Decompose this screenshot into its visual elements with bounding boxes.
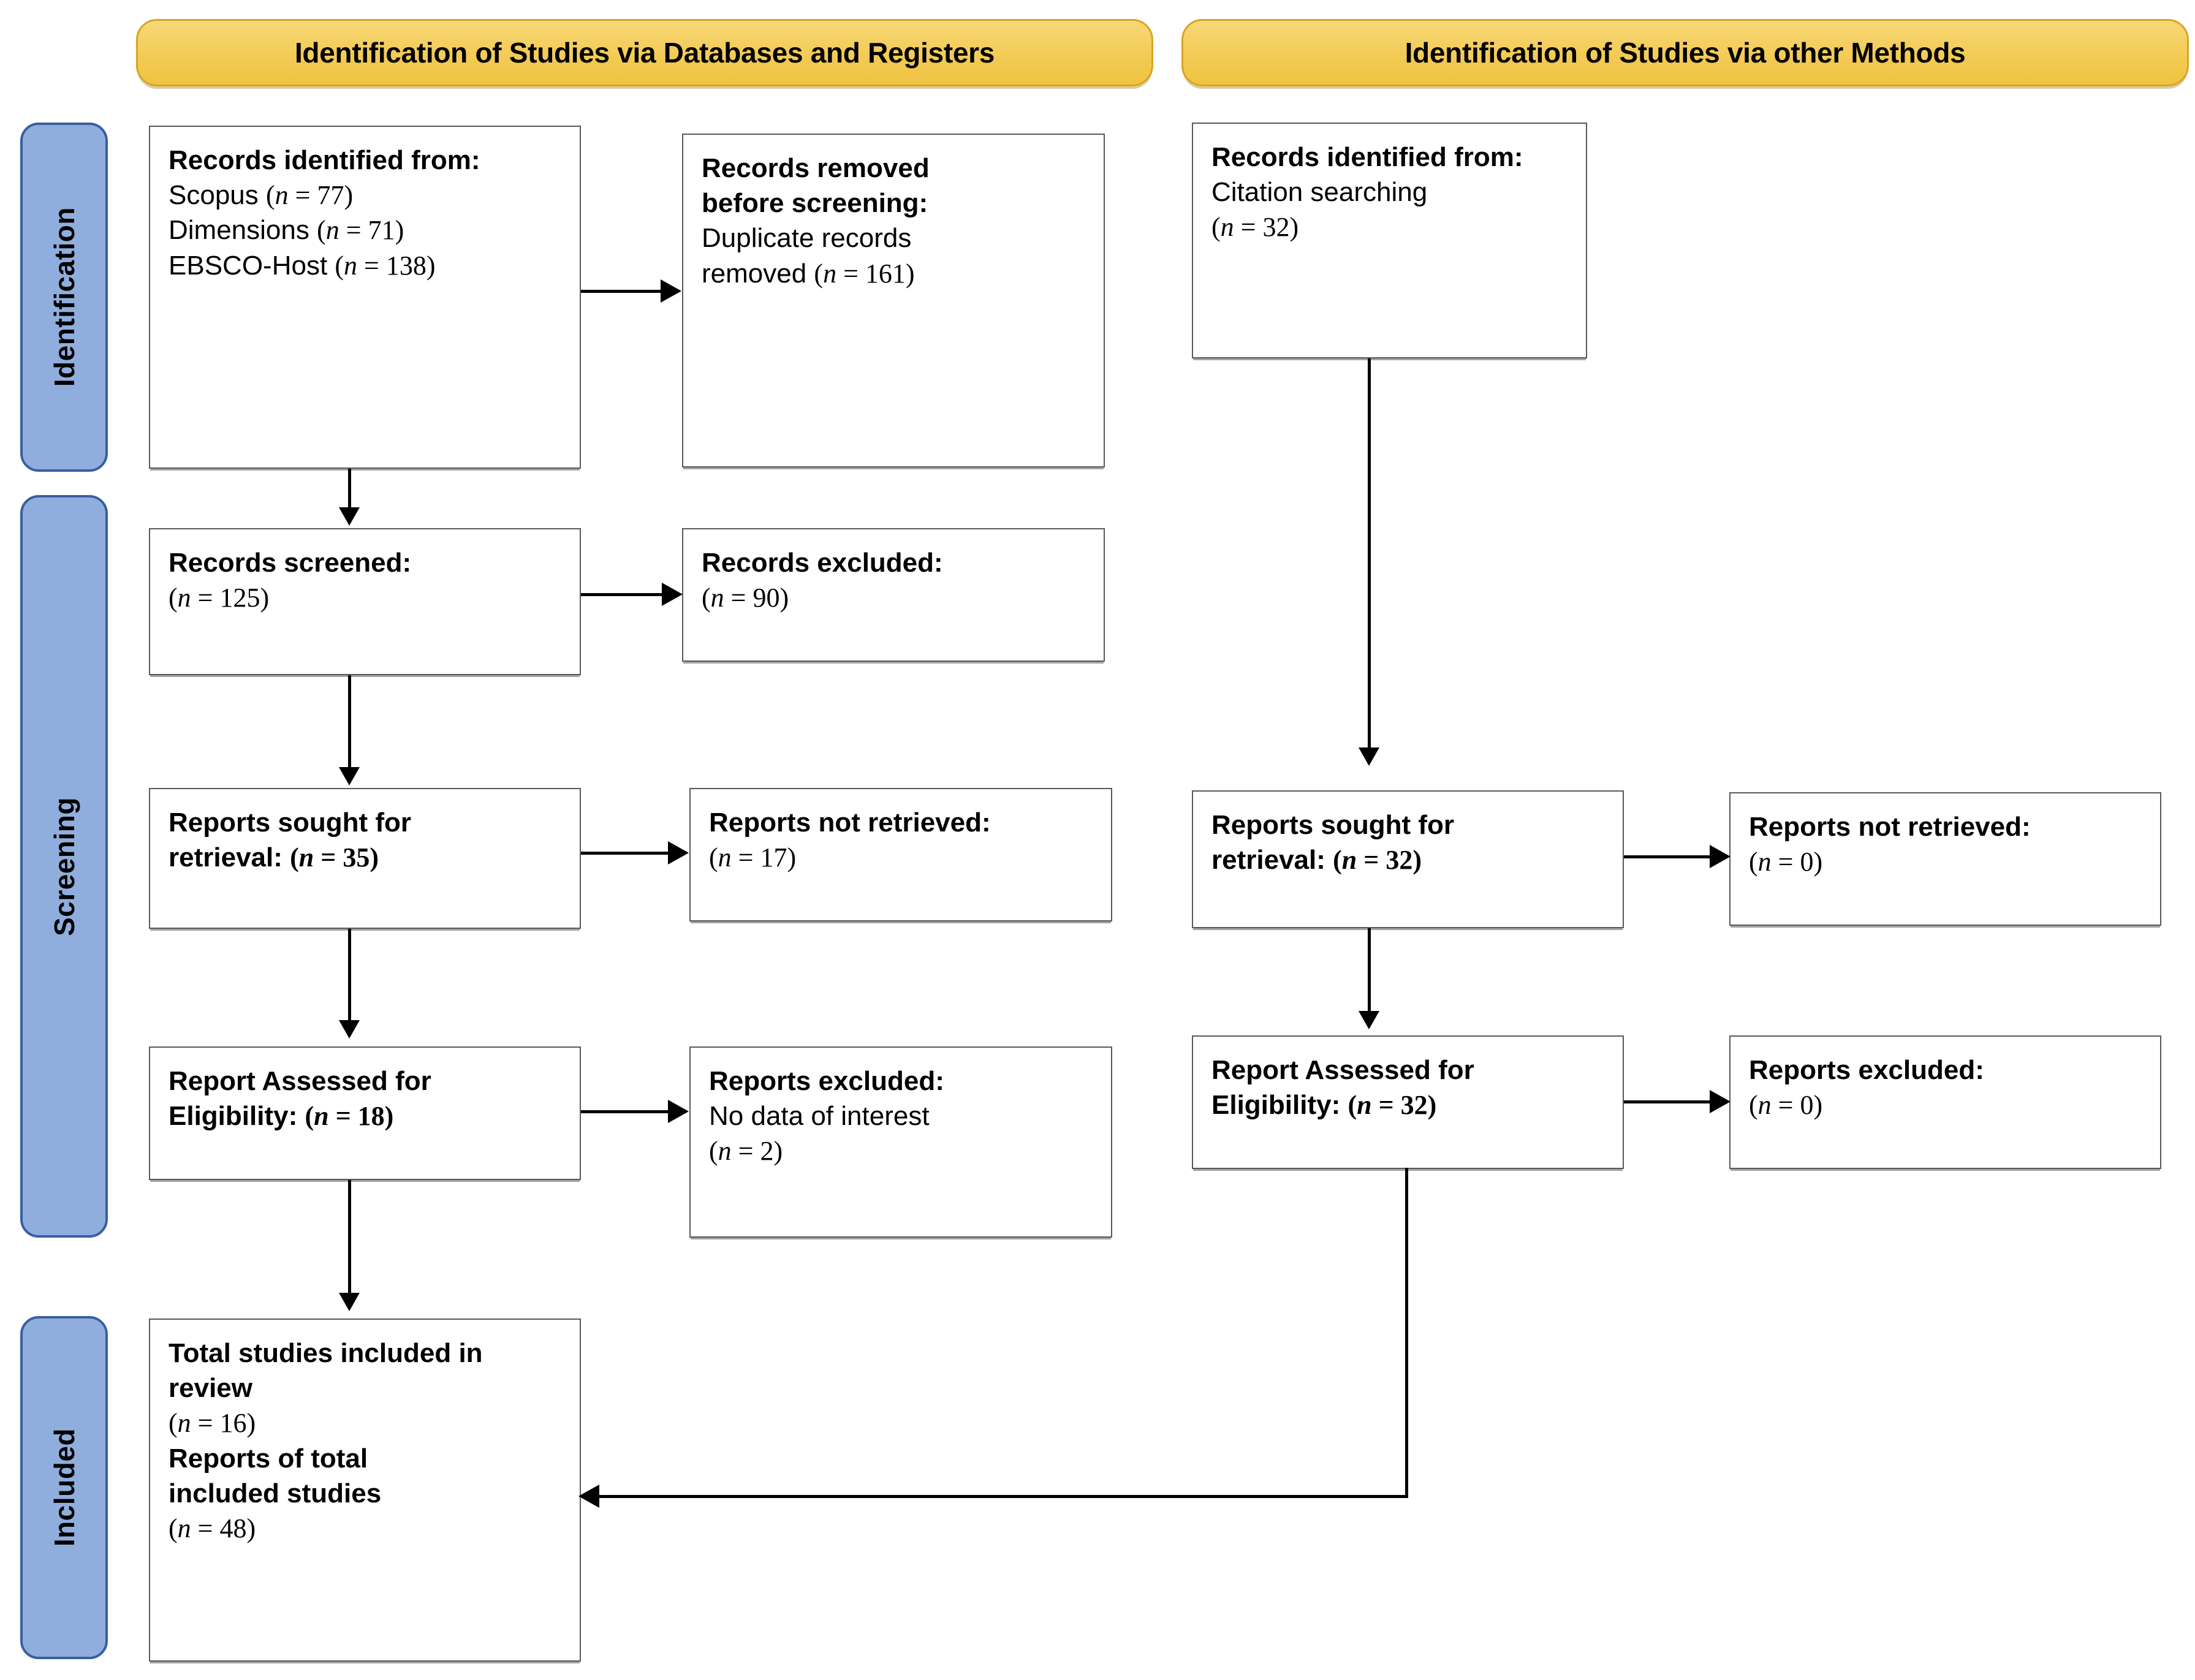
connector-identified-to-screened [348,469,351,510]
connector-assessed-to-excluded [581,1110,668,1113]
box-line: (n = 32) [1211,212,1299,243]
box-line: (n = 125) [169,583,270,613]
arrowhead-other-identified-to-sought [1359,747,1379,766]
box-records-excluded: Records excluded: (n = 90) [682,528,1105,662]
box-line: Records identified from: [169,145,480,175]
connector-other-assessed-to-total-elbow-vertical [1405,1168,1408,1498]
box-report-assessed-for-eligibility-databases: Report Assessed for Eligibility: (n = 18… [149,1046,581,1180]
box-records-identified-other-methods: Records identified from: Citation search… [1192,123,1587,358]
rail-included: Included [20,1316,108,1659]
box-line: Reports of total [169,1443,368,1474]
arrowhead-screened-to-excluded [662,583,683,606]
box-line: before screening: [702,188,928,219]
box-line: Reports not retrieved: [1749,812,2031,842]
box-line: Duplicate records [702,223,912,254]
box-report-assessed-for-eligibility-other: Report Assessed for Eligibility: (n = 32… [1192,1035,1624,1169]
banner-databases-and-registers: Identification of Studies via Databases … [136,19,1153,86]
rail-screening: Screening [20,495,108,1238]
box-line: Records screened: [169,548,412,578]
arrowhead-other-sought-to-not-retrieved [1710,845,1731,868]
box-line: removed (n = 161) [702,258,915,289]
box-total-studies-included: Total studies included in review (n = 16… [149,1319,581,1662]
box-line: Reports sought for [169,808,411,838]
box-line: Reports excluded: [1749,1055,1984,1085]
box-line: No data of interest [709,1101,930,1132]
banner-other-methods: Identification of Studies via other Meth… [1181,19,2189,86]
connector-identified-to-removed [581,290,661,293]
box-line: Total studies included in [169,1338,483,1368]
box-line: (n = 0) [1749,847,1823,877]
arrowhead-other-assessed-to-excluded [1710,1090,1731,1113]
arrowhead-sought-to-not-retrieved [668,841,689,865]
arrowhead-screened-to-reports-sought [339,767,360,785]
rail-identification: Identification [20,123,108,472]
box-line: Citation searching [1211,177,1428,208]
box-reports-not-retrieved-other: Reports not retrieved: (n = 0) [1729,792,2161,926]
connector-sought-to-assessed [348,929,351,1022]
arrowhead-other-assessed-to-total-included [578,1485,599,1508]
box-line: (n = 2) [709,1136,783,1167]
box-line: Dimensions (n = 71) [169,215,404,246]
box-reports-excluded-other: Reports excluded: (n = 0) [1729,1035,2161,1169]
box-line: (n = 0) [1749,1090,1823,1121]
box-records-screened: Records screened: (n = 125) [149,528,581,675]
arrowhead-sought-to-assessed [339,1020,360,1039]
box-line: EBSCO-Host (n = 138) [169,250,436,281]
box-line: retrieval: (n = 35) [169,842,379,873]
box-line: Scopus (n = 77) [169,180,354,211]
rail-included-label: Included [48,1428,80,1547]
box-line: included studies [169,1478,382,1508]
box-line: Records removed [702,153,930,183]
box-line: Report Assessed for [169,1066,431,1096]
box-reports-sought-for-retrieval-other: Reports sought for retrieval: (n = 32) [1192,790,1624,928]
connector-other-assessed-to-excluded [1624,1100,1710,1103]
box-line: (n = 90) [702,583,789,613]
connector-other-assessed-to-total-elbow-horizontal [599,1495,1408,1498]
box-line: Reports excluded: [709,1066,944,1096]
banner-databases-label: Identification of Studies via Databases … [294,37,995,69]
box-line: review [169,1373,252,1404]
box-records-identified-databases: Records identified from: Scopus (n = 77)… [149,126,581,469]
box-line: retrieval: (n = 32) [1211,845,1422,876]
connector-other-sought-to-assessed [1368,928,1371,1013]
box-line: Eligibility: (n = 32) [1211,1090,1437,1121]
box-line: (n = 48) [169,1513,256,1543]
box-line: (n = 17) [709,842,797,873]
box-reports-sought-for-retrieval-databases: Reports sought for retrieval: (n = 35) [149,788,581,929]
arrowhead-assessed-to-excluded [668,1100,689,1123]
arrowhead-other-sought-to-assessed [1359,1011,1379,1029]
connector-screened-to-reports-sought [348,675,351,769]
rail-identification-label: Identification [48,207,80,387]
connector-screened-to-excluded [581,593,662,596]
rail-screening-label: Screening [48,796,80,936]
connector-other-identified-to-sought [1368,358,1371,749]
box-records-removed-before-screening: Records removed before screening: Duplic… [682,134,1105,467]
box-line: Records excluded: [702,548,943,578]
arrowhead-identified-to-removed [661,279,681,303]
connector-sought-to-not-retrieved [581,852,668,855]
box-line: Reports sought for [1211,810,1454,840]
banner-other-methods-label: Identification of Studies via other Meth… [1405,37,1966,69]
box-reports-excluded-databases: Reports excluded: No data of interest (n… [689,1046,1112,1238]
arrowhead-assessed-to-total-included [339,1293,360,1311]
box-line: Reports not retrieved: [709,808,991,838]
box-line: Eligibility: (n = 18) [169,1101,394,1132]
connector-other-sought-to-not-retrieved [1624,855,1710,858]
box-reports-not-retrieved-databases: Reports not retrieved: (n = 17) [689,788,1112,921]
box-line: Records identified from: [1211,142,1523,172]
connector-assessed-to-total-included [348,1180,351,1295]
box-line: (n = 16) [169,1408,256,1439]
arrowhead-identified-to-screened [339,507,360,526]
box-line: Report Assessed for [1211,1055,1474,1085]
